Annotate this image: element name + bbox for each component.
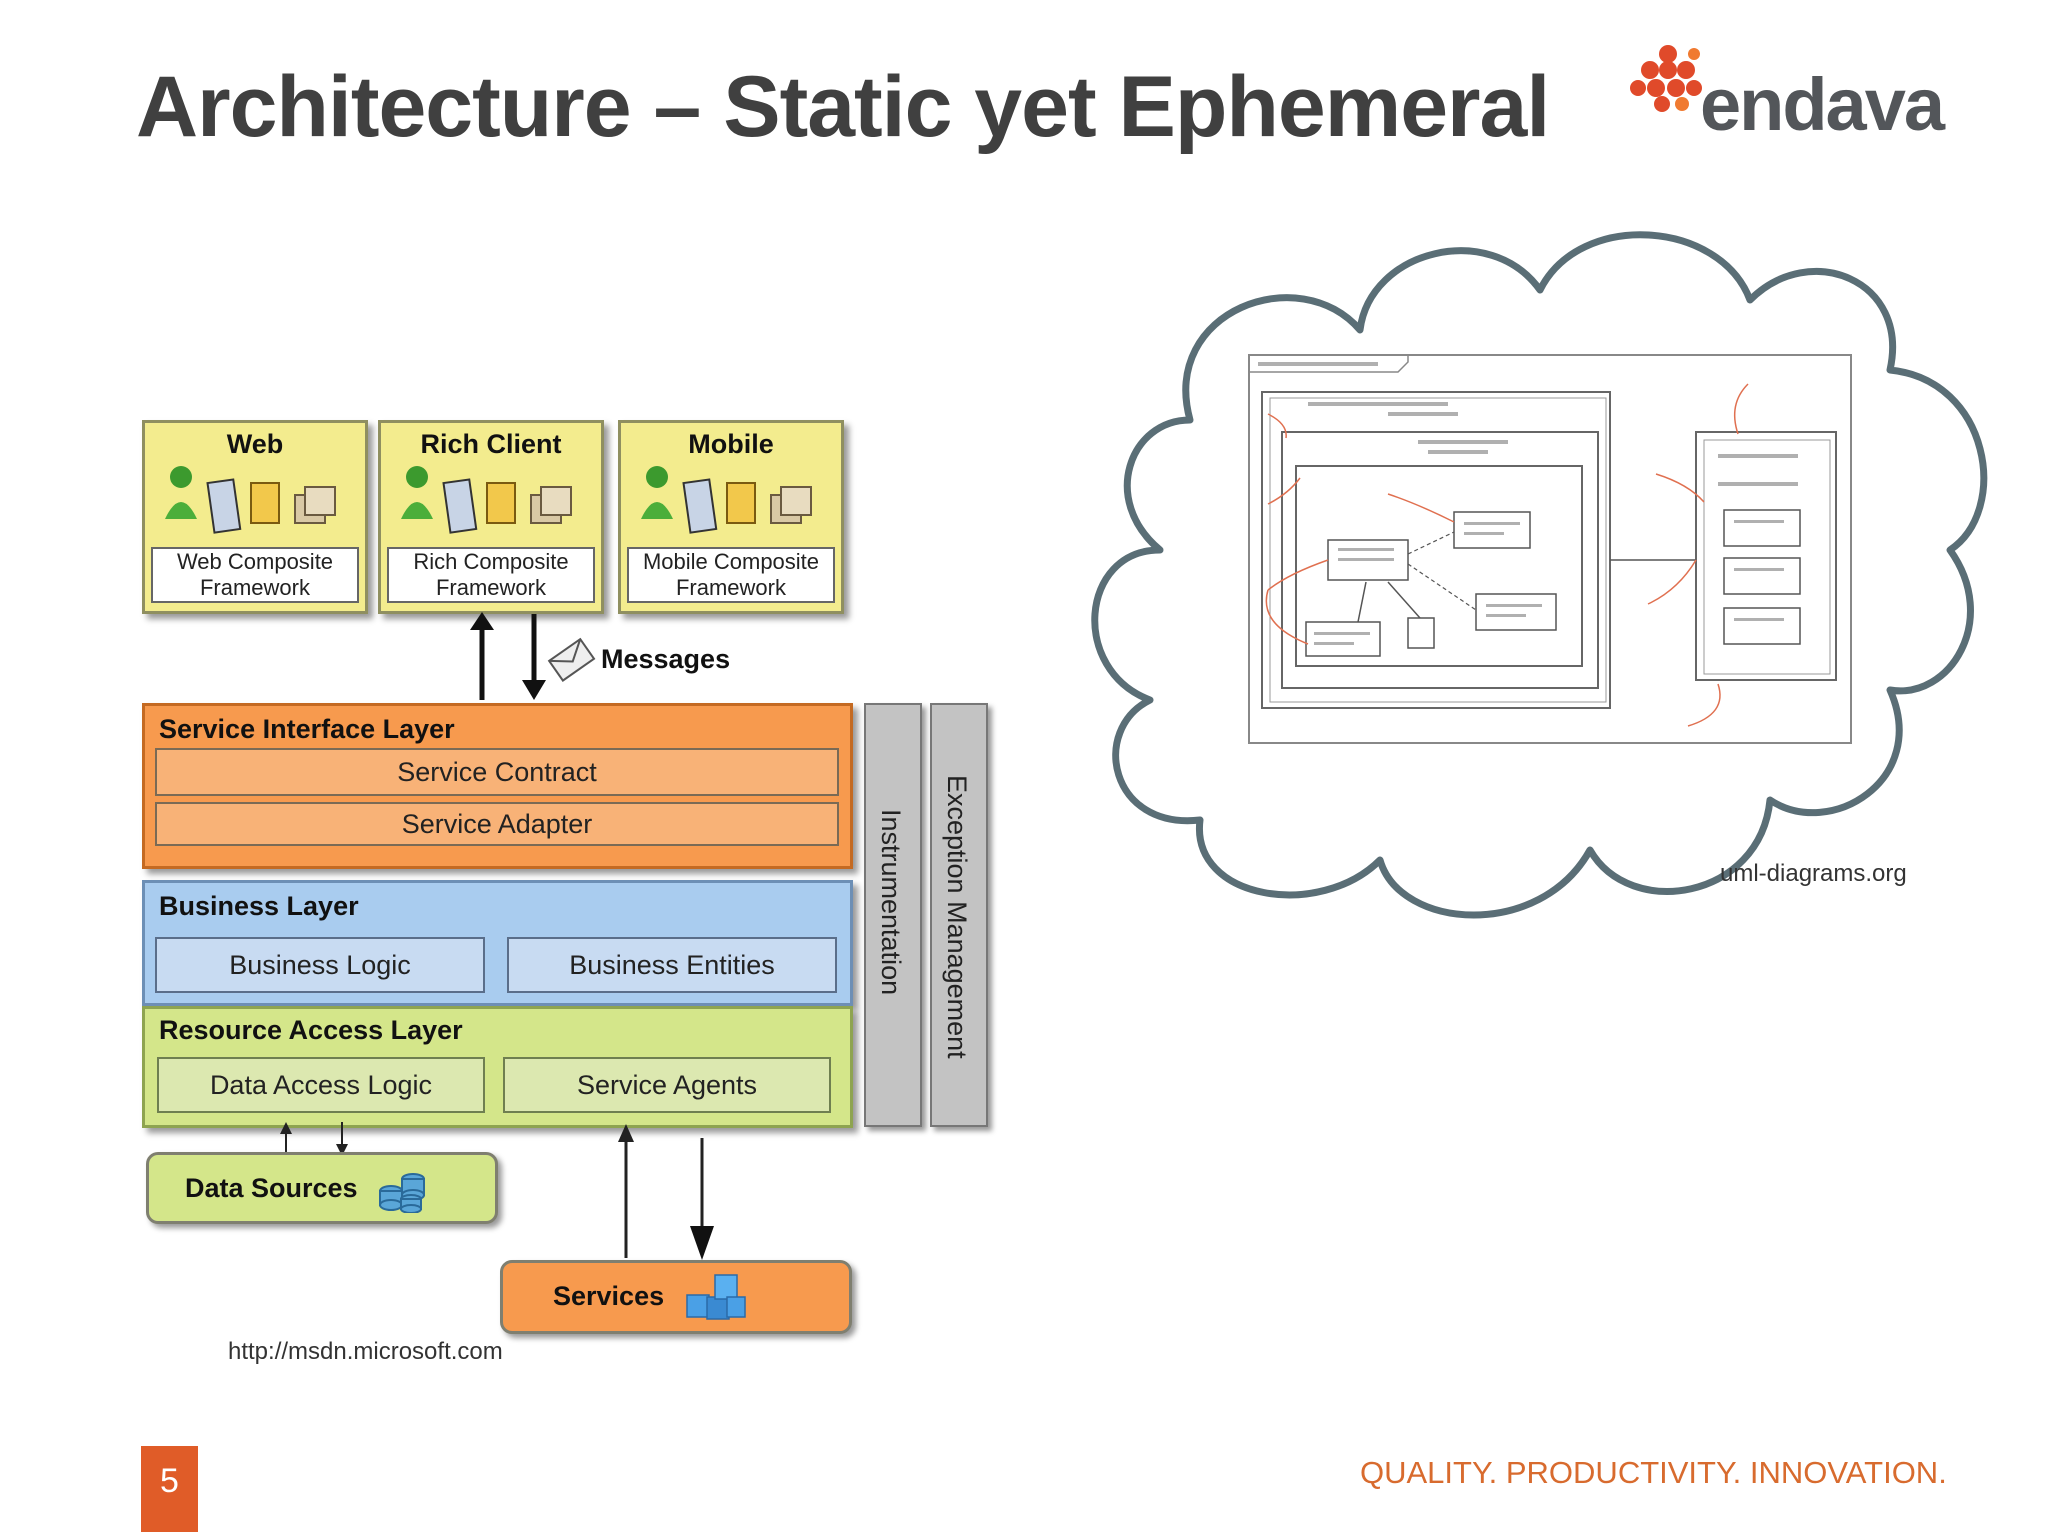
client-icons [165,466,336,534]
layer-title: Service Interface Layer [159,714,455,744]
service-interface-layer: Service Interface Layer Service Contract… [142,703,853,869]
client-icons [641,466,812,534]
endava-logo-text: endava [1700,63,1945,146]
tagline: QUALITY. PRODUCTIVITY. INNOVATION. [1360,1455,1947,1490]
framework-line-2: Framework [435,575,546,600]
envelope-icon [547,637,596,682]
service-adapter-box: Service Adapter [155,802,839,846]
services-arrowhead [690,1226,714,1260]
layer-title: Business Layer [159,891,359,921]
client-framework: Rich Composite Framework [387,547,595,603]
resource-access-layer: Resource Access Layer Data Access Logic … [142,1006,853,1128]
service-contract-box: Service Contract [155,748,839,796]
messages-label: Messages [601,644,731,674]
data-access-logic-box: Data Access Logic [157,1057,485,1113]
service-agents-box: Service Agents [503,1057,831,1113]
client-title: Rich Client [420,429,562,459]
framework-line-2: Framework [199,575,310,600]
uml-deployment-diagram [1248,354,1852,744]
uml-source: uml-diagrams.org [1720,860,1907,887]
msdn-source: http://msdn.microsoft.com [228,1338,503,1365]
services-label: Services [553,1281,665,1311]
business-logic-box: Business Logic [155,937,485,993]
client-service-arrows [470,612,546,700]
database-icon [379,1173,425,1213]
client-card-rich: Rich Client Rich Composite Framework [378,420,604,614]
data-sources-label: Data Sources [185,1173,358,1203]
services-box: Services [500,1260,852,1334]
business-layer: Business Layer Business Logic Business E… [142,880,853,1006]
framework-line-1: Web Composite [176,549,334,574]
client-title: Web [226,429,284,459]
framework-line-2: Framework [675,575,786,600]
page-number: 5 [141,1446,198,1532]
data-sources-box: Data Sources [146,1152,498,1224]
client-card-web: Web Web Composite Framework [142,420,368,614]
instrumentation-label: Instrumentation [876,809,906,996]
slide-title: Architecture – Static yet Ephemeral [136,59,1550,155]
client-framework: Web Composite Framework [151,547,359,603]
business-entities-box: Business Entities [507,937,837,993]
endava-logo-icon [1630,45,1702,112]
framework-line-1: Rich Composite [413,549,569,574]
client-icons [401,466,572,534]
cubes-icon [686,1274,746,1320]
layer-title: Resource Access Layer [159,1015,463,1045]
exception-management-bar: Exception Management [930,703,988,1127]
client-title: Mobile [688,429,774,459]
framework-line-1: Mobile Composite [642,549,820,574]
exception-management-label: Exception Management [942,775,972,1059]
client-framework: Mobile Composite Framework [627,547,835,603]
client-card-mobile: Mobile Mobile Composite Framework [618,420,844,614]
instrumentation-bar: Instrumentation [864,703,922,1127]
